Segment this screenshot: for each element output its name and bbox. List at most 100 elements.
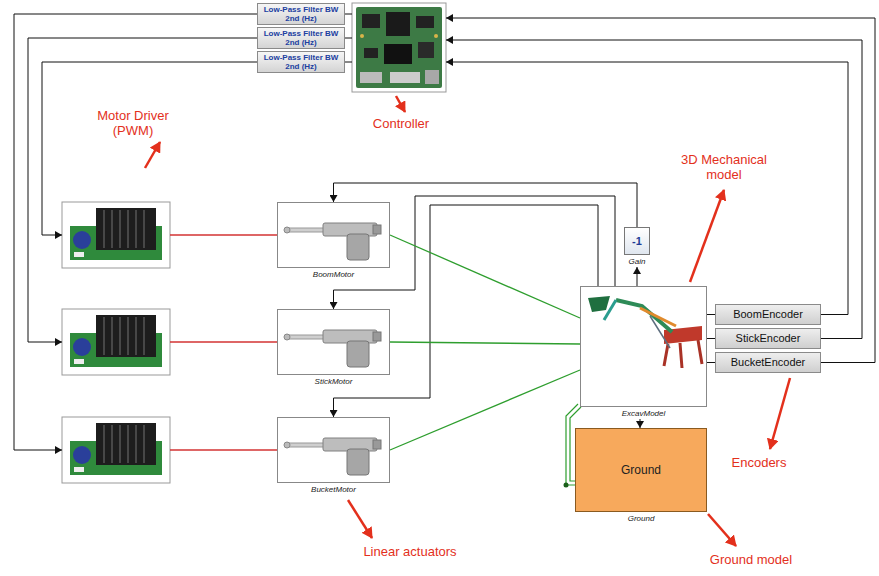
linear-actuator bbox=[287, 228, 327, 232]
controller-board bbox=[362, 14, 380, 28]
linear-actuator bbox=[373, 225, 381, 234]
gain-box: -1 bbox=[624, 227, 650, 255]
controller-board bbox=[416, 16, 434, 28]
ground-box: Ground bbox=[575, 428, 707, 512]
connector bbox=[390, 370, 580, 450]
linear-actuator bbox=[277, 202, 390, 268]
linear-actuator bbox=[347, 234, 369, 260]
controller-board bbox=[434, 34, 438, 38]
connector bbox=[640, 419, 641, 428]
linear-actuator bbox=[347, 449, 369, 475]
encoder-label: StickEncoder bbox=[718, 332, 818, 345]
signal-wire bbox=[446, 62, 848, 315]
controller-board bbox=[364, 48, 378, 58]
block-caption: BucketMotor bbox=[277, 485, 390, 495]
power-wire bbox=[170, 234, 277, 235]
callout-label: Motor Driver (PWM) bbox=[86, 108, 180, 138]
mechanical-model bbox=[640, 308, 676, 326]
motor-driver bbox=[104, 210, 144, 248]
actuator-block: BucketMotor bbox=[277, 417, 390, 495]
connector bbox=[707, 338, 715, 339]
motor-driver bbox=[96, 315, 156, 357]
callout-arrow bbox=[770, 378, 790, 449]
mechanical-model bbox=[664, 340, 702, 368]
filter-label: Low-Pass Filter BW 2nd (Hz) bbox=[261, 5, 341, 23]
linear-actuator bbox=[284, 334, 290, 340]
connector bbox=[707, 314, 715, 315]
controller-board bbox=[390, 72, 420, 83]
encoder-block: BucketEncoder bbox=[715, 352, 821, 373]
encoder-label: BoomEncoder bbox=[718, 308, 818, 321]
motor-driver bbox=[104, 317, 144, 355]
callout-arrow bbox=[690, 190, 724, 282]
motor-driver bbox=[74, 252, 84, 257]
motor-driver bbox=[62, 417, 170, 483]
callout-arrow bbox=[145, 142, 160, 168]
linear-actuator bbox=[278, 310, 390, 375]
gain-block: -1Gain bbox=[624, 227, 650, 267]
filter-label: Low-Pass Filter BW 2nd (Hz) bbox=[261, 53, 341, 71]
connector bbox=[390, 342, 580, 344]
callout-label: Controller bbox=[366, 116, 436, 131]
model-block: ExcavModel bbox=[580, 286, 707, 419]
linear-actuator bbox=[284, 442, 290, 448]
block-value: -1 bbox=[632, 235, 642, 247]
linear-actuator bbox=[287, 335, 327, 339]
callout-label: Encoders bbox=[724, 455, 794, 470]
filter-label: Low-Pass Filter BW 2nd (Hz) bbox=[261, 29, 341, 47]
callout-arrow bbox=[145, 96, 790, 546]
motor-driver bbox=[73, 338, 91, 356]
block-caption: ExcavModel bbox=[580, 409, 707, 419]
connector bbox=[707, 362, 715, 363]
ground-block: GroundGround bbox=[575, 428, 707, 524]
linear-actuator bbox=[277, 309, 390, 375]
callout-label: Linear actuators bbox=[352, 544, 468, 559]
callout-arrow bbox=[348, 500, 372, 538]
motor-driver bbox=[62, 202, 170, 268]
motor-driver bbox=[62, 309, 170, 375]
ground-link bbox=[564, 483, 569, 488]
motor-driver bbox=[74, 467, 84, 472]
controller-board bbox=[384, 44, 412, 64]
linear-actuator bbox=[278, 203, 390, 268]
connector bbox=[390, 235, 580, 318]
motor-driver bbox=[96, 423, 156, 465]
linear-actuator bbox=[373, 440, 381, 449]
power-wire bbox=[170, 341, 277, 342]
motor-driver bbox=[73, 446, 91, 464]
motor-driver bbox=[62, 309, 170, 375]
mechanical-model bbox=[650, 316, 670, 348]
mechanical-model bbox=[580, 286, 707, 407]
linear-actuator bbox=[373, 332, 381, 341]
connector bbox=[637, 267, 638, 286]
callout-label: Ground model bbox=[706, 552, 796, 567]
signal-wire bbox=[345, 38, 352, 39]
signal-wire bbox=[42, 62, 257, 235]
filter-block: Low-Pass Filter BW 2nd (Hz) bbox=[257, 3, 345, 25]
controller-board bbox=[360, 34, 364, 38]
power-wire bbox=[170, 449, 277, 450]
controller-board bbox=[418, 42, 434, 58]
callout-arrow bbox=[708, 514, 736, 546]
controller-board bbox=[352, 3, 446, 92]
callout-arrow bbox=[396, 96, 405, 112]
motor-driver bbox=[96, 208, 156, 250]
linear-actuator bbox=[287, 443, 327, 447]
motor-driver bbox=[62, 202, 170, 268]
mechanical-model bbox=[588, 296, 610, 312]
motor-driver bbox=[104, 425, 144, 463]
filter-block: Low-Pass Filter BW 2nd (Hz) bbox=[257, 51, 345, 73]
signal-wire bbox=[345, 14, 352, 15]
linear-actuator bbox=[347, 341, 369, 367]
block-value: Ground bbox=[621, 463, 661, 477]
motor-driver bbox=[74, 359, 84, 364]
actuator-block: StickMotor bbox=[277, 309, 390, 387]
controller-board bbox=[352, 3, 446, 92]
signal-wire bbox=[345, 62, 352, 63]
encoder-label: BucketEncoder bbox=[718, 356, 818, 369]
encoder-block: StickEncoder bbox=[715, 328, 821, 349]
motor-driver bbox=[62, 417, 170, 483]
signal-wire bbox=[28, 38, 257, 342]
